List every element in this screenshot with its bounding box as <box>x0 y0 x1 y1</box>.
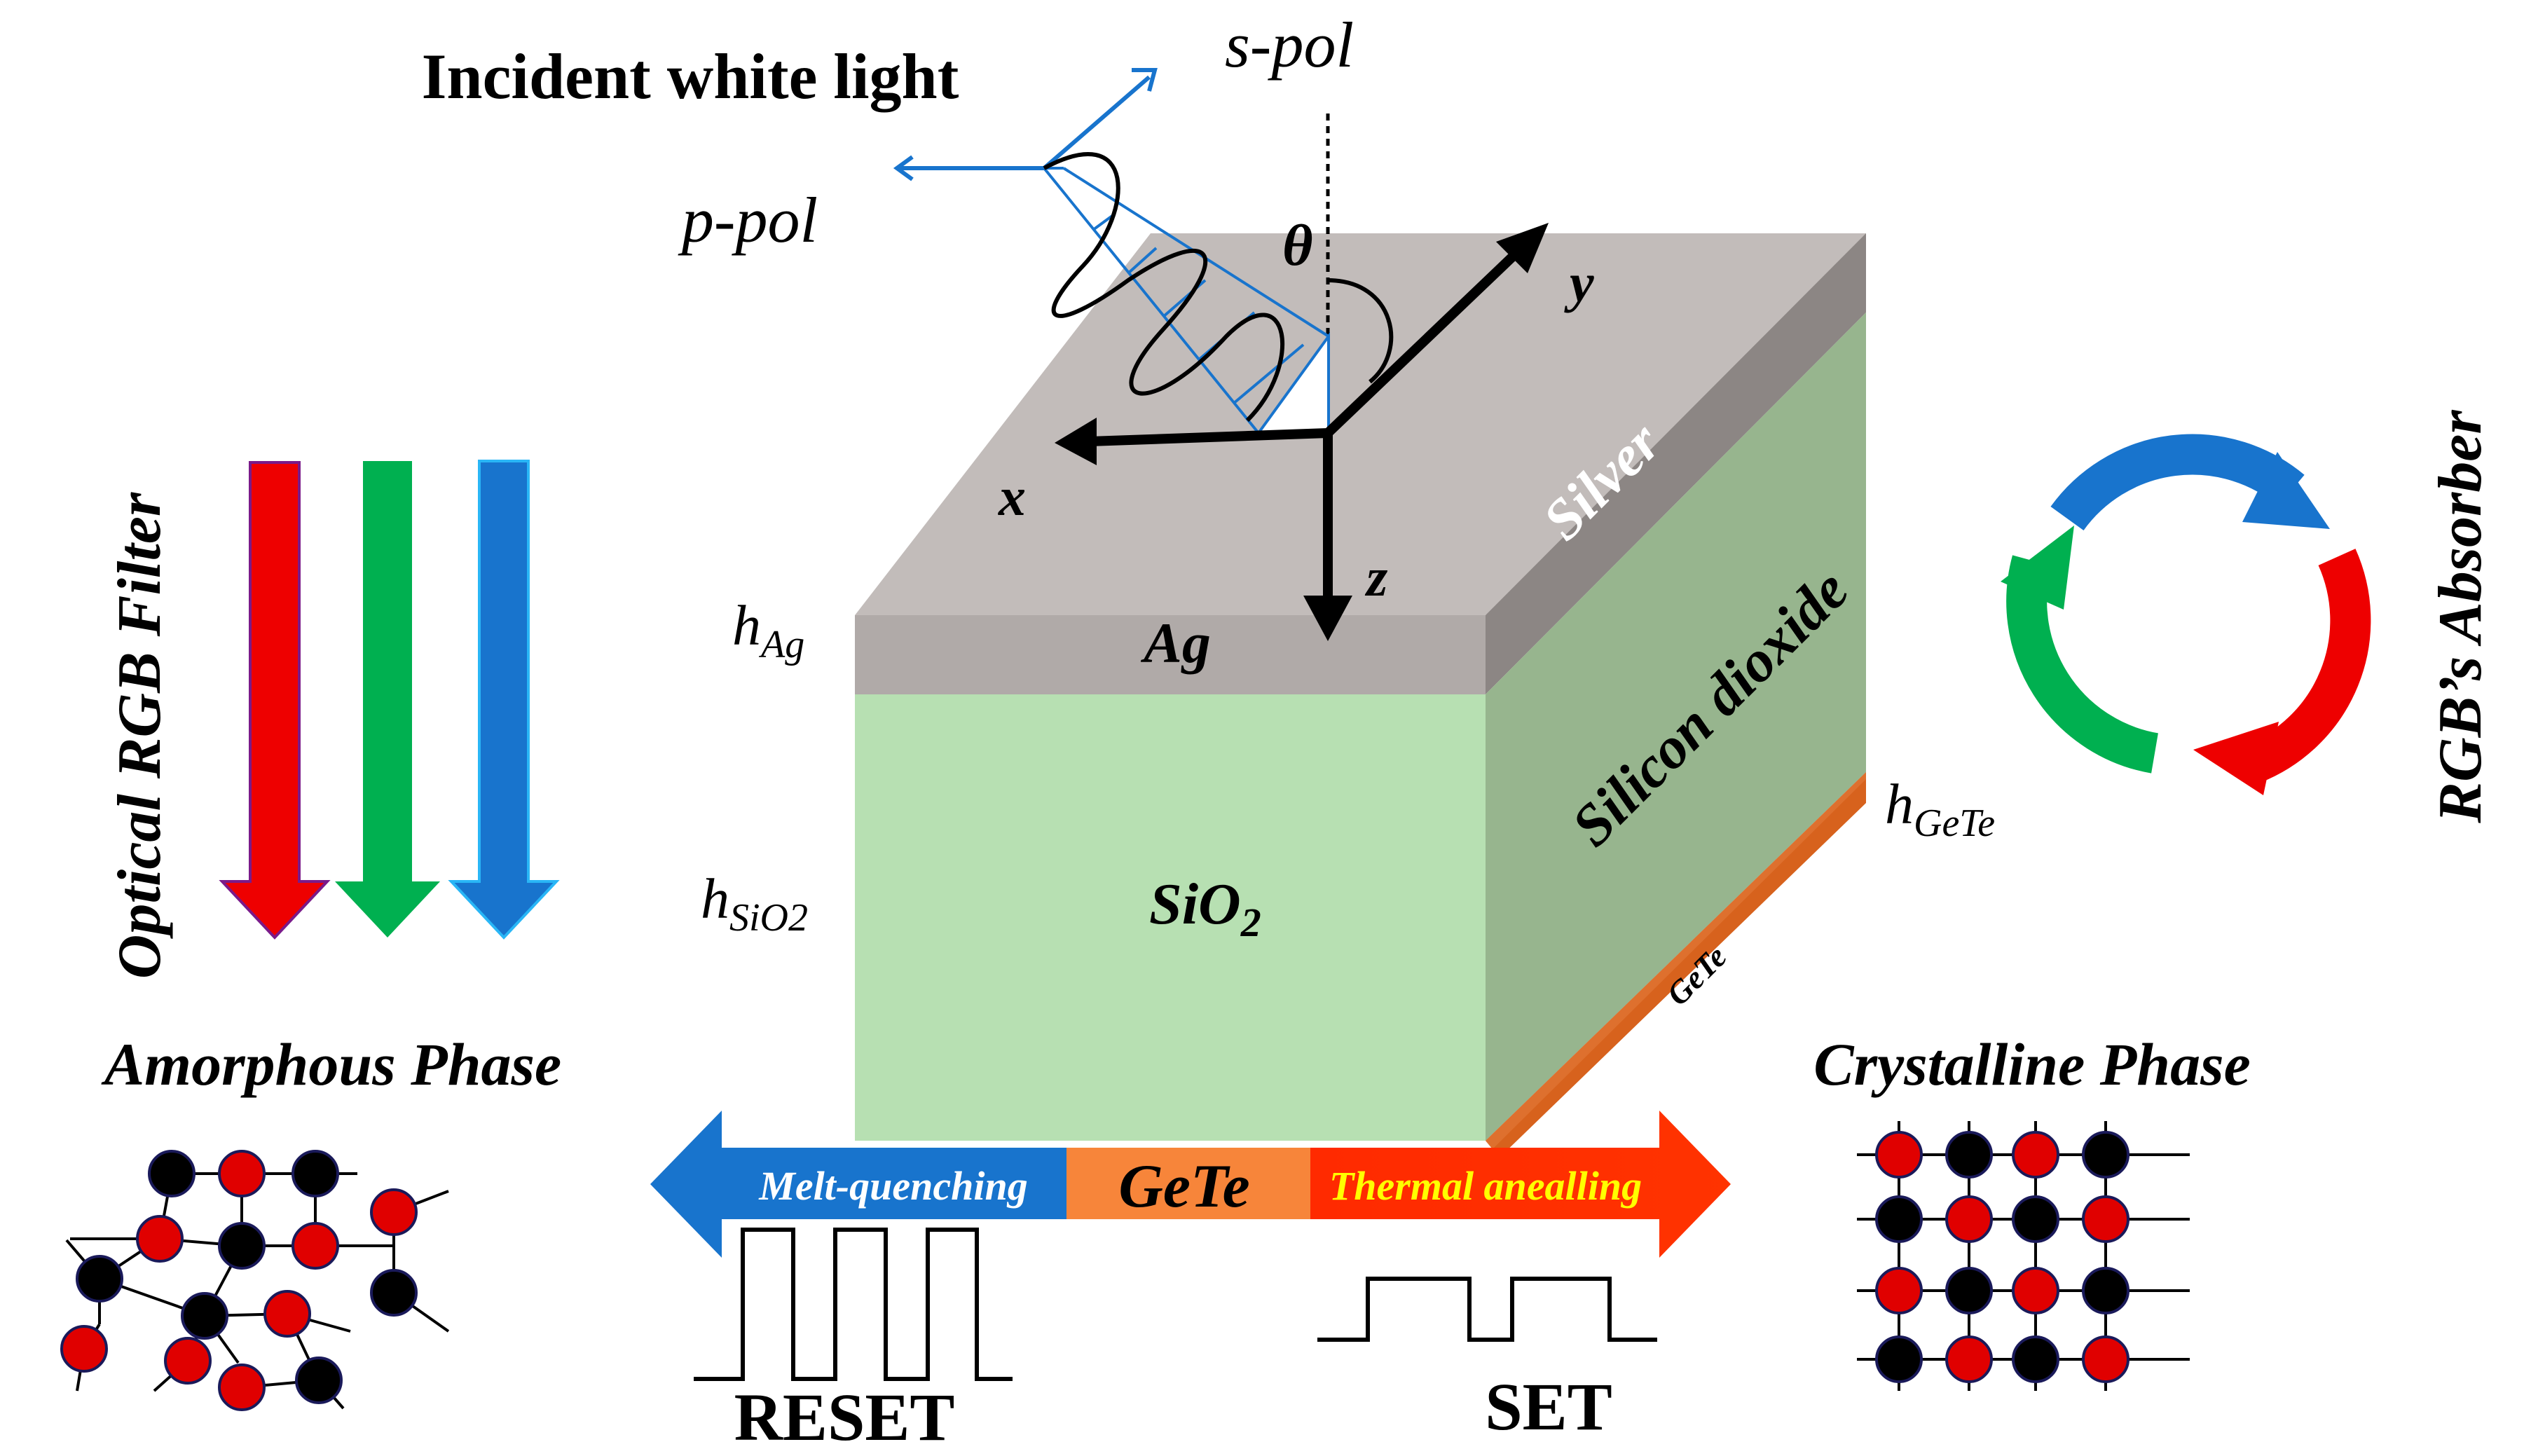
thermal-annealing-arrow <box>1310 1111 1731 1258</box>
crystalline-atoms <box>1875 1131 2129 1383</box>
s-pol-label: s-pol <box>1225 9 1354 81</box>
green-down-arrow <box>335 461 440 938</box>
z-axis-label: z <box>1364 547 1388 607</box>
polarization-vectors <box>893 68 1158 181</box>
h-sio2-label: hSiO2 <box>701 867 808 940</box>
theta-label: θ <box>1282 213 1313 278</box>
ag-label: Ag <box>1140 611 1211 675</box>
melt-quenching-label: Melt-quenching <box>758 1163 1028 1209</box>
gete-side-bottom <box>1486 772 1866 1149</box>
y-axis-label: y <box>1564 252 1594 313</box>
axis-x <box>1055 418 1329 465</box>
set-pulse-waveform <box>1317 1277 1657 1342</box>
gete-center-label: GeTe <box>1118 1153 1249 1221</box>
blue-down-arrow <box>448 460 560 940</box>
thermal-annealing-label: Thermal anealling <box>1329 1163 1642 1209</box>
amorphous-atoms <box>60 1150 418 1411</box>
reset-label: RESET <box>734 1380 955 1455</box>
sio2-label: SiO2 <box>1149 872 1261 945</box>
silver-top-face <box>855 233 1866 615</box>
h-ag-label: hAg <box>732 593 804 666</box>
sio2-front-face <box>855 694 1486 1141</box>
p-pol-label: p-pol <box>678 184 818 256</box>
axis-y <box>1324 223 1549 437</box>
crystalline-phase-title: Crystalline Phase <box>1813 1031 2251 1098</box>
sio2-side-face <box>1486 313 1866 1141</box>
silver-side-face <box>1486 233 1866 694</box>
melt-quenching-arrow <box>650 1111 1066 1258</box>
red-down-arrow <box>219 461 331 940</box>
rgb-absorber-title: RGB’s Absorber <box>2427 410 2495 824</box>
axis-z <box>1303 433 1352 641</box>
optical-rgb-filter-title: Optical RGB Filter <box>106 492 174 979</box>
silver-front-face <box>855 615 1486 694</box>
incident-light-title: Incident white light <box>422 41 959 112</box>
rgb-cycle-icon <box>2001 434 2371 795</box>
h-gete-label: hGeTe <box>1885 772 1995 845</box>
reset-pulse-waveform <box>694 1228 1013 1381</box>
light-wave <box>1043 152 1284 423</box>
theta-arc <box>1327 278 1394 384</box>
amorphous-phase-title: Amorphous Phase <box>101 1031 561 1098</box>
x-axis-label: x <box>998 466 1026 527</box>
gete-center-block <box>1066 1148 1310 1219</box>
set-label: SET <box>1485 1369 1612 1444</box>
